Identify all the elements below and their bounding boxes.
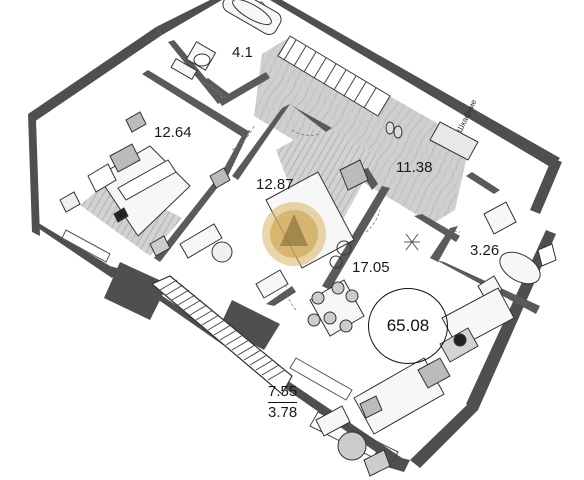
room-area-bedroom: 12.64 (154, 124, 192, 141)
living-furniture (307, 233, 515, 477)
interior-walls (142, 40, 540, 314)
room-area-living-kitchen: 17.05 (352, 259, 390, 276)
total-area-value: 65.08 (386, 316, 430, 335)
door-swings (201, 81, 461, 311)
balcony-area-fraction: 7.55 3.78 (268, 383, 298, 422)
balcony-reduced-area: 3.78 (268, 404, 298, 421)
room-area-bathroom-top: 4.1 (232, 44, 253, 61)
room-area-bathroom-right: 3.26 (470, 242, 500, 259)
bedroom-furniture (59, 111, 231, 257)
balcony (150, 275, 399, 467)
total-area-circle: 65.08 (368, 288, 448, 364)
logo-emblem (262, 202, 326, 266)
room-area-bedroom2: 12.87 (256, 176, 294, 193)
bathroom-right-fixtures (477, 201, 557, 301)
bathtub-top (170, 0, 282, 81)
hall-closet (277, 35, 479, 161)
room-area-hall: 11.38 (396, 159, 433, 176)
balcony-area: 7.55 (268, 383, 298, 403)
